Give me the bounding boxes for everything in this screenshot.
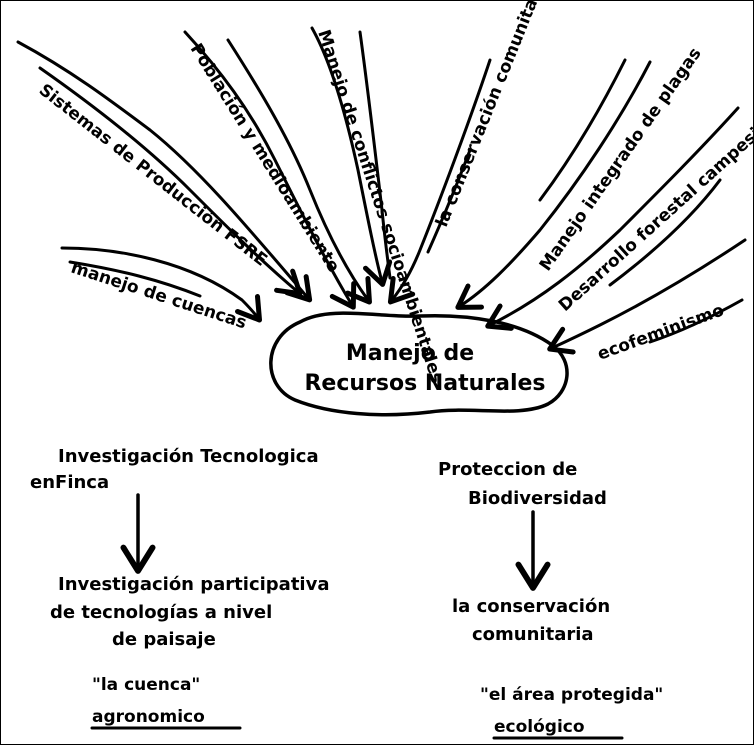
ray-label-conservacion: la conservación comunitaria [432,0,552,230]
line-cuencas-lower [68,260,202,298]
left-bottom-line3: de paisaje [112,629,216,650]
ray-label-conflictos: Manejo de conflictos socioambientales [313,27,447,386]
right-quote: "el área protegida" [480,685,663,705]
arrow-sistemas-upper [16,40,313,303]
center-title-line1: Manejo de [346,341,474,366]
right-top-line1: Proteccion de [438,459,577,480]
line-plagas-lower [538,58,627,202]
arrow-ecofeminismo [547,238,747,355]
center-cloud-outline [269,311,569,417]
line-conservacion-left [426,148,472,254]
line-ecofeminismo-lower [648,298,744,344]
arrow-sistemas-lower [38,66,303,297]
right-bottom-line2: comunitaria [472,624,594,645]
arrow-poblacion-lower [226,38,372,305]
arrow-conservacion [387,58,492,305]
right-bottom-line1: la conservación [452,596,610,617]
left-top-line2: enFinca [30,472,109,493]
right-top-line2: Biodiversidad [468,488,607,509]
arrow-poblacion-upper [183,30,357,310]
line-forestal-lower [608,178,722,287]
left-top-line1: Investigación Tecnologica [58,446,319,467]
ray-label-cuencas: manejo de cuencas [68,258,249,334]
line-conflictos-right [358,30,392,280]
arrow-forestal [485,106,740,331]
ray-label-poblacion: Población y medioambiente [186,40,344,276]
right-domain-label: ecológico [494,717,585,737]
center-title-line2: Recursos Naturales [304,371,545,396]
left-quote: "la cuenca" [92,675,200,695]
ray-label-plagas: Manejo integrado de plagas [536,44,706,275]
left-bottom-line2: de tecnologías a nivel [50,602,272,623]
arrow-conflictos [310,26,393,287]
left-domain-label: agronomico [92,707,205,727]
left-bottom-line1: Investigación participativa [58,574,329,595]
arrow-cuencas [60,246,263,323]
arrow-plagas [455,60,652,310]
ray-label-ecofeminismo: ecofeminismo [595,300,727,364]
